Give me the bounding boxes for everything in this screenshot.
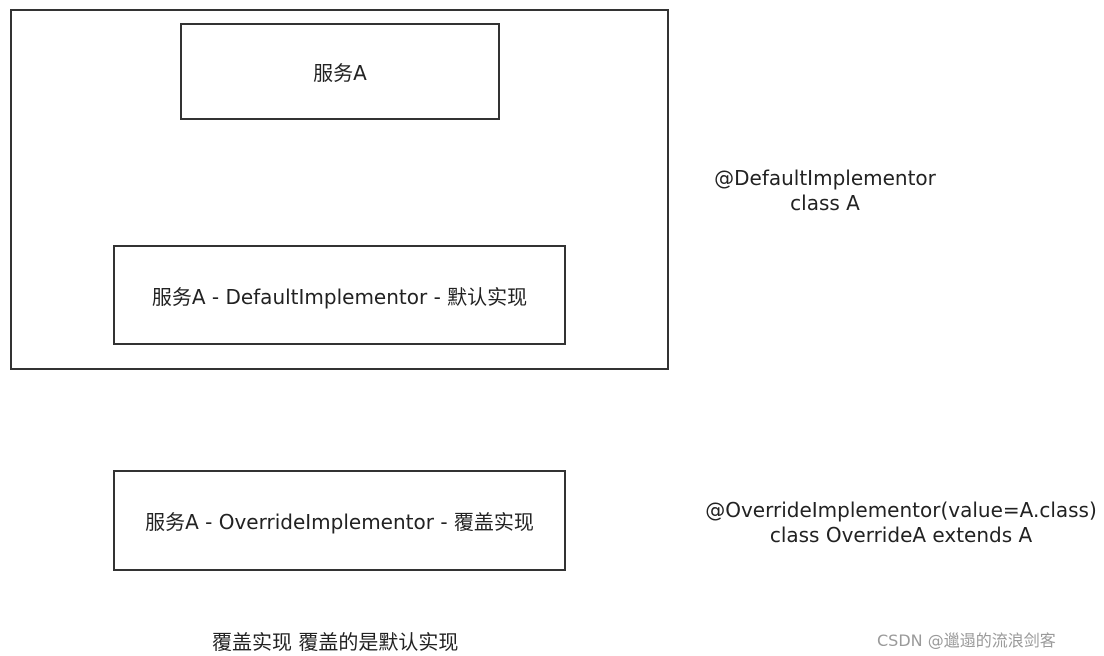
- service-a-box: 服务A: [180, 23, 500, 120]
- default-implementor-annotation: @DefaultImplementor class A: [705, 166, 945, 216]
- diagram-caption: 覆盖实现 覆盖的是默认实现: [212, 630, 459, 654]
- service-container: [10, 9, 669, 370]
- default-implementor-box: 服务A - DefaultImplementor - 默认实现: [113, 245, 566, 345]
- default-implementor-label: 服务A - DefaultImplementor - 默认实现: [151, 284, 528, 309]
- override-implementor-label: 服务A - OverrideImplementor - 覆盖实现: [145, 510, 534, 534]
- override-annotation-line1: @OverrideImplementor(value=A.class): [705, 498, 1097, 522]
- default-annotation-line1: @DefaultImplementor: [714, 166, 936, 190]
- service-a-label: 服务A: [313, 61, 367, 85]
- default-annotation-line2: class A: [790, 191, 860, 215]
- override-implementor-box: 服务A - OverrideImplementor - 覆盖实现: [113, 470, 566, 571]
- csdn-watermark: CSDN @邋遢的流浪剑客: [877, 631, 1056, 650]
- override-implementor-annotation: @OverrideImplementor(value=A.class) clas…: [698, 498, 1104, 548]
- override-annotation-line2: class OverrideA extends A: [769, 523, 1033, 547]
